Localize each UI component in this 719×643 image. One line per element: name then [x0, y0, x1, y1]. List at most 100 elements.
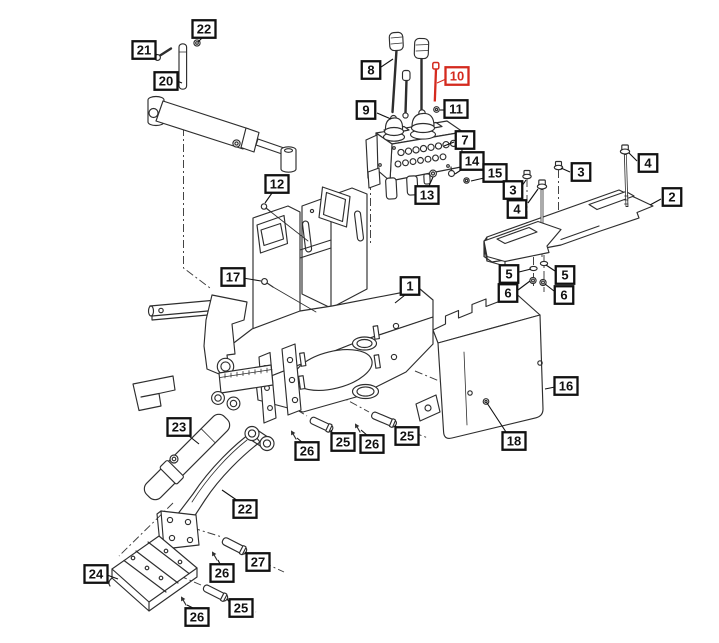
callout-22-30: 22 [221, 489, 258, 519]
pin-25b [371, 411, 397, 428]
nut-6-left [529, 276, 537, 285]
link-rod-20 [178, 43, 188, 90]
svg-text:26: 26 [300, 444, 314, 459]
svg-text:27: 27 [251, 555, 265, 570]
boom-arm-22 [156, 425, 275, 550]
svg-text:2: 2 [668, 190, 675, 205]
svg-text:5: 5 [561, 268, 568, 283]
cover-panel-16 [432, 289, 544, 439]
callout-25-27: 25 [330, 429, 356, 452]
svg-text:18: 18 [507, 434, 521, 449]
pin-25c [202, 584, 229, 602]
pins-and-fittings [181, 411, 397, 606]
callout-13-10: 13 [414, 176, 440, 205]
callout-15-9: 15 [470, 163, 508, 183]
svg-text:4: 4 [644, 156, 652, 171]
callout-14-8: 14 [454, 151, 485, 175]
boom-cylinder-23 [143, 413, 231, 501]
grease-fitting-26c [212, 551, 218, 561]
valve-ports [378, 135, 460, 168]
callout-24-33: 24 [83, 564, 119, 584]
nut-6-right [539, 278, 547, 287]
callout-6-21: 6 [497, 280, 531, 303]
svg-text:11: 11 [449, 102, 463, 117]
svg-text:22: 22 [197, 22, 211, 37]
screw-12 [260, 203, 268, 210]
screw-17 [261, 278, 268, 285]
callout-26-35: 26 [184, 604, 210, 627]
highlighted-rod-10 [432, 61, 440, 102]
svg-text:21: 21 [137, 43, 151, 58]
callout-8-3: 8 [360, 58, 394, 80]
svg-text:26: 26 [365, 437, 379, 452]
svg-text:17: 17 [226, 270, 240, 285]
grease-fitting-26a [291, 430, 297, 440]
lever-boot-left [382, 117, 406, 142]
svg-text:16: 16 [559, 379, 573, 394]
svg-text:9: 9 [362, 103, 369, 118]
svg-text:7: 7 [461, 133, 468, 148]
callout-3-14: 3 [560, 162, 592, 182]
callout-20-2: 20 [153, 71, 183, 91]
svg-text:24: 24 [89, 567, 104, 582]
frame-handle-right [318, 186, 351, 228]
callout-26-28: 26 [359, 429, 385, 454]
mounting-plate-24 [108, 535, 198, 612]
callout-27-31: 27 [244, 551, 271, 572]
lever-boot-right [409, 112, 437, 140]
callout-5-19: 5 [498, 264, 532, 284]
svg-text:5: 5 [505, 267, 512, 282]
svg-text:3: 3 [509, 183, 516, 198]
joystick-handle-right [413, 37, 430, 114]
screw-21 [157, 47, 173, 58]
svg-text:20: 20 [159, 74, 173, 89]
seat-plate [483, 220, 562, 267]
grease-fitting-26b [355, 423, 361, 433]
fitting-14 [447, 169, 456, 178]
washer-5-right [539, 260, 549, 267]
svg-text:23: 23 [172, 420, 186, 435]
screw-18 [482, 398, 490, 405]
nut-11 [433, 106, 440, 113]
callout-23-25: 23 [166, 417, 200, 445]
svg-text:10: 10 [450, 69, 464, 84]
svg-text:22: 22 [238, 502, 252, 517]
grease-fitting-26d [181, 596, 187, 606]
callout-22-0: 22 [191, 19, 217, 43]
main-frame-weldment [221, 186, 441, 424]
callout-12-11: 12 [264, 174, 290, 204]
svg-text:12: 12 [270, 177, 284, 192]
pin-27 [221, 537, 248, 556]
washer-5-left [529, 265, 538, 272]
callout-11-6: 11 [440, 99, 469, 119]
joystick-handle-left [388, 31, 404, 114]
callout-5-20: 5 [545, 264, 576, 285]
frame-handle-left [256, 214, 289, 254]
svg-text:15: 15 [488, 166, 502, 181]
callout-16-23: 16 [544, 376, 579, 396]
callout-10-4: 10 [436, 66, 470, 86]
svg-text:1: 1 [406, 279, 413, 294]
pin-25a [309, 416, 334, 433]
hardware-5-6 [529, 260, 549, 287]
callout-26-26: 26 [294, 437, 320, 461]
fitting-13 [429, 169, 437, 178]
svg-text:6: 6 [504, 286, 511, 301]
callout-2-16: 2 [649, 187, 683, 207]
callout-25-29: 25 [394, 424, 420, 446]
svg-text:6: 6 [560, 288, 567, 303]
callout-17-17: 17 [220, 267, 262, 287]
svg-text:26: 26 [190, 610, 204, 625]
lever-middle [401, 69, 411, 119]
swing-cylinder [147, 95, 297, 173]
callout-21-1: 21 [131, 40, 158, 60]
fitting-15 [463, 177, 470, 184]
svg-text:25: 25 [336, 435, 350, 450]
svg-text:25: 25 [234, 601, 248, 616]
callout-7-7: 7 [443, 130, 476, 150]
svg-text:3: 3 [577, 165, 584, 180]
callout-25-34: 25 [226, 598, 254, 618]
